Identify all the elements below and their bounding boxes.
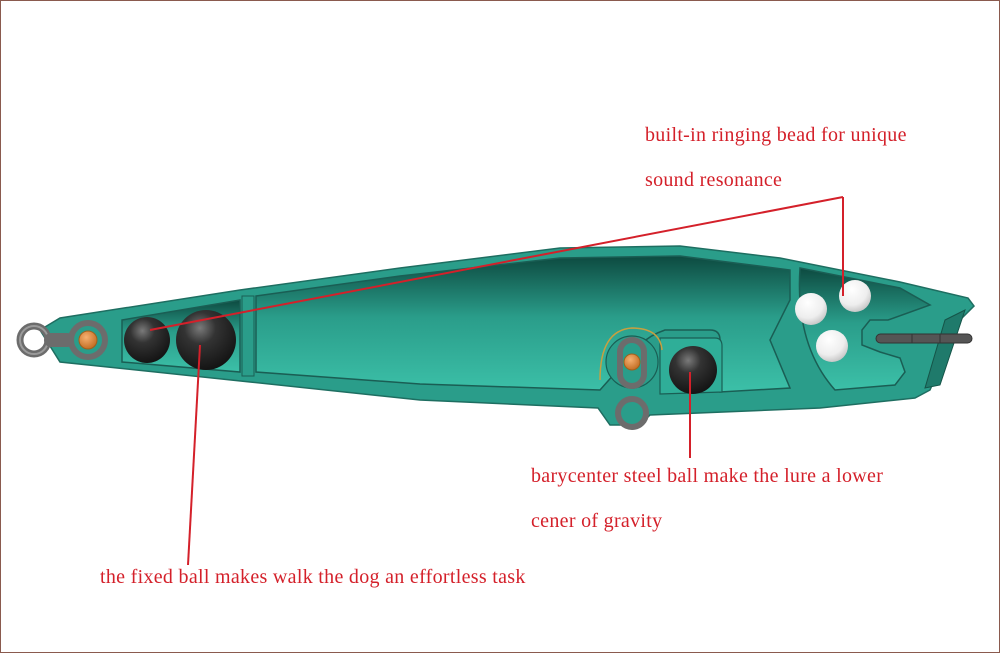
belly-hook-eye [599,327,663,430]
barycenter-ball [669,346,717,394]
rattle-bead-1 [795,293,827,325]
fixed-ball-large [176,310,236,370]
rattle-bead-2 [839,280,871,312]
leader-fixed-ball [187,344,201,566]
fixed-ball-small [124,317,170,363]
tail-slot [924,309,966,389]
annotation-barycenter-line1: barycenter steel ball make the lure a lo… [531,465,884,487]
annotation-barycenter-line2: cener of gravity [531,510,663,532]
tail-wire [875,333,973,344]
rattle-bead-3 [816,330,848,362]
bulkhead [241,295,255,377]
annotation-ringing-bead-line1: built-in ringing bead for unique [645,124,907,146]
leader-bead-diagonal [149,196,844,331]
annotation-fixed-ball: the fixed ball makes walk the dog an eff… [100,566,526,588]
leader-lines [149,196,844,566]
annotation-ringing-bead-line2: sound resonance [645,169,783,191]
line-tie-eye [16,320,108,360]
